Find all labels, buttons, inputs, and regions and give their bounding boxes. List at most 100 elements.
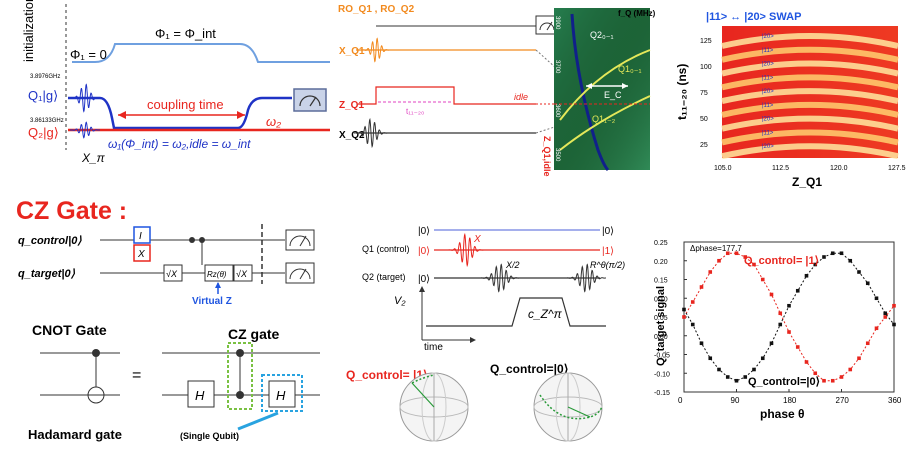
data-point-series1 xyxy=(752,367,756,372)
x-tick-label: 270 xyxy=(836,396,850,405)
data-point-series0 xyxy=(874,326,879,331)
ket0-top: |0⟩ xyxy=(418,226,430,237)
hadamard-gate-2 xyxy=(268,380,296,408)
cnot-title: CNOT Gate xyxy=(32,322,107,338)
initialization-label: initialization xyxy=(21,0,36,62)
gate-sqrtx2-label: √X xyxy=(236,269,248,279)
q2-01-label: Q2₀₋₁ xyxy=(590,30,614,40)
measure-target-icon xyxy=(285,262,315,284)
x-gate xyxy=(133,244,151,262)
band-state-label: |11> xyxy=(762,130,774,136)
h1-label: H xyxy=(195,388,205,403)
data-point-series1 xyxy=(883,311,888,316)
arrow-up-icon xyxy=(215,282,221,288)
cz-pulse-sequence: |0⟩ |0⟩ Q1 (control) |0⟩ X |1⟩ Q2 (targe… xyxy=(362,226,625,352)
readout-meter-needle xyxy=(546,21,553,31)
heatmap-bands xyxy=(721,33,899,160)
sqrt-x-gate-2 xyxy=(233,264,253,282)
data-point-series1 xyxy=(892,322,896,327)
data-point-series1 xyxy=(725,375,730,379)
data-point-series0 xyxy=(830,378,835,383)
band-state-label: |20> xyxy=(762,89,774,95)
band-state-label: |11> xyxy=(762,103,774,109)
bloch-sphere-1 xyxy=(399,372,469,442)
data-point-series1 xyxy=(769,341,774,346)
data-point-series1 xyxy=(717,367,721,372)
xq1-pulse xyxy=(362,37,390,63)
y-tick-label: 0.20 xyxy=(654,259,668,266)
q1-01-transition-curve xyxy=(559,49,651,121)
control-dot-1 xyxy=(189,237,195,243)
idle-label: idle xyxy=(514,92,528,102)
gate-x-label: X xyxy=(137,249,145,260)
data-point-series0 xyxy=(787,330,791,334)
heatmap-title: |11> ↔ |20> SWAP xyxy=(706,11,801,23)
band-state-label: |20> xyxy=(762,62,774,68)
y-tick-label: 0.10 xyxy=(654,296,668,303)
legend-control-1: Q_control= |1⟩ xyxy=(744,255,819,267)
data-point-series0 xyxy=(839,375,844,379)
time-label: time xyxy=(424,342,443,352)
band-state-label: |20> xyxy=(762,144,774,150)
q2-state-label: Q₂|g⟩ xyxy=(28,125,59,140)
cz-circuit: q_control|0⟩ q_target|0⟩ I X √X Rz(θ) √X… xyxy=(18,224,315,307)
hadamard-gate-1 xyxy=(187,380,215,408)
gate-sqrtx-label: √X xyxy=(166,269,178,279)
cnot-decomposition: CNOT Gate CZ gate = H H Hadamard gate (S… xyxy=(28,322,320,442)
chart-series xyxy=(682,251,896,383)
measure-needle-2 xyxy=(299,268,307,280)
y-tick-label: 0.25 xyxy=(654,240,668,247)
data-point-series1 xyxy=(743,375,748,379)
heatmap-band xyxy=(721,115,899,132)
data-point-series1 xyxy=(865,281,870,286)
data-point-series1 xyxy=(874,296,879,301)
phi-int-label: Φ₁ = Φ_int xyxy=(155,26,216,41)
data-point-series1 xyxy=(778,322,783,327)
q1-12-label: Q1₁₋₂ xyxy=(592,114,616,124)
data-point-series0 xyxy=(865,341,870,346)
cz-pi-label: c_Z^π xyxy=(528,307,563,321)
flux-pulse-line xyxy=(72,43,330,63)
data-point-series1 xyxy=(760,356,765,361)
y-tick-label: 0.05 xyxy=(654,315,668,322)
q1-x-pulse xyxy=(448,232,484,268)
measure-needle-1 xyxy=(299,235,307,247)
measurement-meter-icon xyxy=(293,88,327,112)
data-point-series1 xyxy=(804,273,809,278)
arrow-up-icon xyxy=(419,286,425,292)
q1-12-transition-curve xyxy=(559,95,651,151)
band-state-label: |11> xyxy=(762,75,774,81)
identity-gate xyxy=(133,226,151,244)
phi-zero-label: Φ₁ = 0 xyxy=(70,47,107,62)
arrow-left-icon xyxy=(586,83,592,89)
q1-control-label: Q1 (control) xyxy=(362,244,410,254)
data-point-series1 xyxy=(848,258,853,263)
v2-label: V₂ xyxy=(394,295,406,307)
coupling-scheme-panel: initialization Φ₁ = 0 Φ₁ = Φ_int 3.8976G… xyxy=(21,0,330,165)
cz-highlight-box xyxy=(227,342,253,410)
q2-frequency: 3.86133GHz xyxy=(30,118,64,124)
data-point-series1 xyxy=(708,356,713,361)
heatmap-x-tick: 120.0 xyxy=(830,165,848,172)
gate-rz-label: Rz(θ) xyxy=(207,270,227,279)
data-point-series1 xyxy=(830,251,835,256)
readout-meter-arc xyxy=(539,22,555,31)
data-point-series0 xyxy=(725,251,730,256)
spectrum-tick-label: 3500 xyxy=(554,148,560,162)
zq1-idle-label: Z_Q1,idle xyxy=(542,136,552,177)
heatmap-band-labels: |20>|11>|20>|11>|20>|11>|20>|11>|20> xyxy=(762,34,774,150)
virtual-z-label: Virtual Z xyxy=(192,296,232,307)
heatmap-band xyxy=(721,88,899,105)
band-state-label: |20> xyxy=(762,34,774,40)
chart-y-label: Q_target signal xyxy=(655,286,667,366)
h2-label: H xyxy=(276,388,286,403)
x-pi-label: X_π xyxy=(81,151,106,165)
xq2-pulse xyxy=(354,117,388,149)
arrow-right-icon xyxy=(622,83,628,89)
ket0-end: |0⟩ xyxy=(602,226,614,237)
data-point-series0 xyxy=(708,270,713,274)
measure-control-icon xyxy=(285,229,315,251)
